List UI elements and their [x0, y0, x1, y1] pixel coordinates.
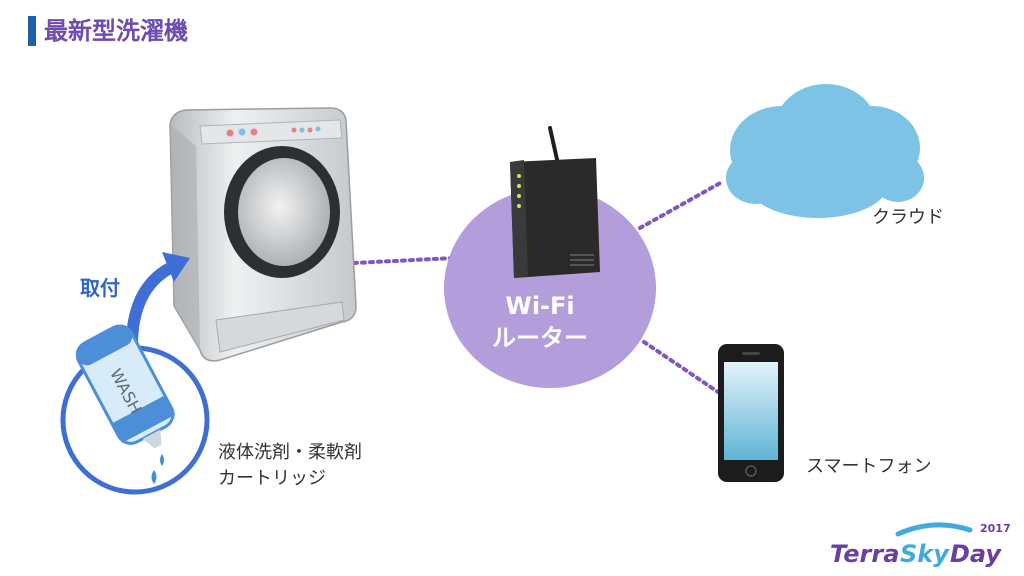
connector-router-cloud: [638, 180, 724, 230]
washing-machine-icon: [169, 107, 357, 362]
attach-label: 取付: [80, 276, 120, 300]
smartphone-icon: [718, 344, 784, 482]
router-label: Wi-Fi ルーター: [480, 290, 600, 354]
svg-text:Sky: Sky: [900, 540, 950, 568]
terrasky-day-logo: Terra Sky Day 2017: [830, 522, 1011, 568]
cartridge-illustration: WASH: [60, 324, 210, 495]
smartphone-label: スマートフォン: [806, 456, 932, 477]
cloud-label: クラウド: [872, 207, 944, 228]
cloud-icon: [726, 84, 924, 218]
cartridge-label-line2: カートリッジ: [218, 468, 326, 489]
svg-text:Terra: Terra: [830, 540, 899, 568]
svg-text:Day: Day: [950, 540, 1002, 568]
title-accent-bar: [28, 16, 36, 46]
connector-washer-router: [352, 256, 456, 265]
router-icon: [510, 126, 600, 278]
connector-router-phone: [642, 340, 720, 394]
cartridge-label-line1: 液体洗剤・柔軟剤: [218, 442, 362, 463]
page-title: 最新型洗濯機: [44, 17, 188, 45]
router-label-line1: Wi-Fi: [505, 292, 575, 320]
svg-text:2017: 2017: [980, 522, 1011, 535]
router-label-line2: ルーター: [492, 324, 588, 352]
cartridge-label: 液体洗剤・柔軟剤 カートリッジ: [218, 440, 362, 492]
